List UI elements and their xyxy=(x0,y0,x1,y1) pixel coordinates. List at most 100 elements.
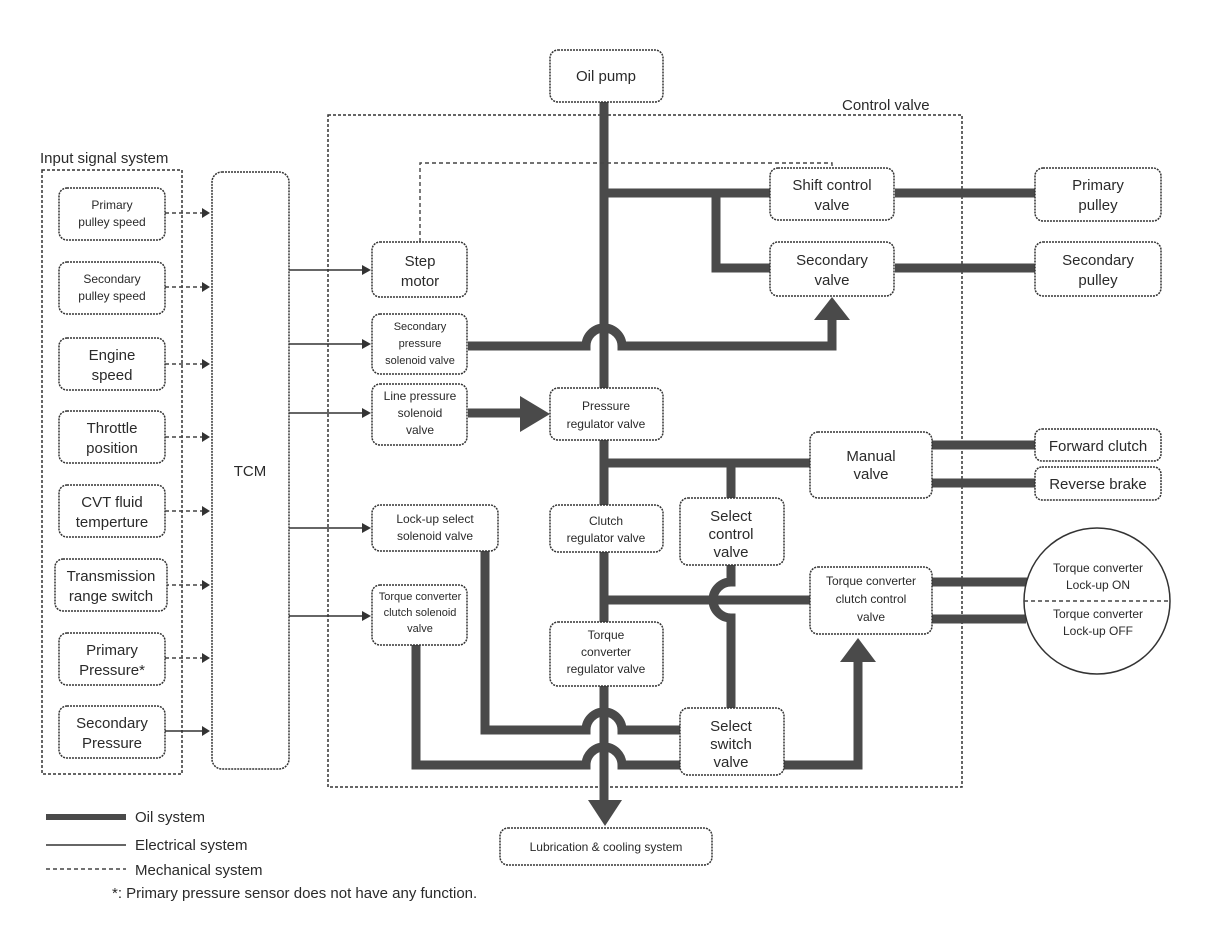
svg-text:valve: valve xyxy=(713,544,748,561)
svg-text:temperture: temperture xyxy=(76,514,149,531)
oil-tc-solenoid-line xyxy=(411,645,680,770)
svg-text:solenoid valve: solenoid valve xyxy=(385,355,455,367)
svg-text:Primary: Primary xyxy=(91,198,132,212)
svg-text:speed: speed xyxy=(92,367,133,384)
shift-control-valve: Shift control valve xyxy=(769,167,895,221)
oil-select-switch-to-tc xyxy=(784,660,863,770)
svg-text:Forward clutch: Forward clutch xyxy=(1049,438,1147,455)
svg-text:valve: valve xyxy=(814,272,849,289)
input-sensors: Primary pulley speed Secondary pulley sp… xyxy=(54,187,168,759)
clutch-regulator-valve: Clutch regulator valve xyxy=(549,504,664,553)
svg-text:regulator valve: regulator valve xyxy=(567,662,646,676)
svg-text:Secondary: Secondary xyxy=(796,252,868,269)
svg-text:regulator valve: regulator valve xyxy=(567,417,646,431)
input-throttle-position: Throttle position xyxy=(58,410,166,464)
svg-text:Reverse brake: Reverse brake xyxy=(1049,476,1147,493)
oil-select-control-to-switch xyxy=(708,565,736,708)
svg-text:Lock-up select: Lock-up select xyxy=(396,512,474,526)
svg-text:Torque: Torque xyxy=(588,628,625,642)
pressure-regulator-arrow xyxy=(520,396,550,432)
svg-text:Primary: Primary xyxy=(1072,177,1124,194)
svg-text:valve: valve xyxy=(853,466,888,483)
lockup-off-line1: Torque converter xyxy=(1053,607,1143,621)
svg-text:Lubrication & cooling system: Lubrication & cooling system xyxy=(530,840,683,854)
input-engine-speed: Engine speed xyxy=(58,337,166,391)
svg-text:Engine: Engine xyxy=(89,347,136,364)
svg-text:switch: switch xyxy=(710,736,752,753)
legend-electrical-label: Electrical system xyxy=(135,837,248,854)
tc-regulator-valve: Torque converter regulator valve xyxy=(549,621,664,687)
input-signal-system-label: Input signal system xyxy=(40,150,168,167)
reverse-brake: Reverse brake xyxy=(1034,466,1162,501)
svg-text:Manual: Manual xyxy=(846,448,895,465)
oil-lines xyxy=(411,102,1037,826)
svg-text:Torque converter: Torque converter xyxy=(379,591,462,603)
control-valve-label: Control valve xyxy=(842,97,930,114)
svg-text:CVT fluid: CVT fluid xyxy=(81,494,142,511)
svg-text:pressure: pressure xyxy=(399,338,442,350)
select-control-valve: Select control valve xyxy=(679,497,785,566)
torque-converter-lockup-circle: Torque converter Lock-up ON Torque conve… xyxy=(1023,527,1171,675)
forward-clutch: Forward clutch xyxy=(1034,428,1162,462)
svg-text:range switch: range switch xyxy=(69,588,153,605)
lockup-on-line2: Lock-up ON xyxy=(1066,578,1130,592)
svg-text:control: control xyxy=(708,526,753,543)
svg-text:Pressure*: Pressure* xyxy=(79,662,145,679)
svg-text:motor: motor xyxy=(401,273,439,290)
input-secondary-pulley-speed: Secondary pulley speed xyxy=(58,261,166,315)
pressure-regulator-valve: Pressure regulator valve xyxy=(549,387,664,441)
svg-text:Line pressure: Line pressure xyxy=(384,389,457,403)
oil-pump: Oil pump xyxy=(549,49,664,103)
svg-text:Oil pump: Oil pump xyxy=(576,68,636,85)
lubrication-cooling-system: Lubrication & cooling system xyxy=(499,827,713,866)
svg-text:solenoid: solenoid xyxy=(398,406,443,420)
svg-text:pulley speed: pulley speed xyxy=(78,215,145,229)
oil-lockup-select-line xyxy=(480,548,680,735)
step-motor: Step motor xyxy=(371,241,468,298)
svg-text:Select: Select xyxy=(710,508,753,525)
svg-text:Pressure: Pressure xyxy=(582,399,630,413)
svg-text:Clutch: Clutch xyxy=(589,514,623,528)
legend: Oil system Electrical system Mechanical … xyxy=(46,809,477,902)
input-secondary-pressure: Secondary Pressure xyxy=(58,705,166,759)
svg-text:pulley: pulley xyxy=(1078,272,1118,289)
secondary-valve-arrow xyxy=(814,297,850,320)
input-transmission-range-switch: Transmission range switch xyxy=(54,558,168,612)
svg-text:pulley: pulley xyxy=(1078,197,1118,214)
oil-to-secondary-valve xyxy=(711,193,770,273)
svg-text:valve: valve xyxy=(406,423,434,437)
svg-text:Secondary: Secondary xyxy=(76,715,148,732)
svg-text:converter: converter xyxy=(581,645,631,659)
svg-text:solenoid valve: solenoid valve xyxy=(397,529,473,543)
svg-text:pulley speed: pulley speed xyxy=(78,289,145,303)
svg-text:valve: valve xyxy=(713,754,748,771)
tc-clutch-control-valve: Torque converter clutch control valve xyxy=(809,566,933,635)
secondary-pulley: Secondary pulley xyxy=(1034,241,1162,297)
tcm-output-lines xyxy=(289,265,371,621)
legend-oil-label: Oil system xyxy=(135,809,205,826)
input-signal-lines xyxy=(165,208,210,736)
svg-text:Select: Select xyxy=(710,718,753,735)
input-signal-system-frame xyxy=(41,169,183,775)
select-switch-valve: Select switch valve xyxy=(679,707,785,776)
legend-mechanical-label: Mechanical system xyxy=(135,862,263,879)
svg-text:Transmission: Transmission xyxy=(67,568,156,585)
svg-text:valve: valve xyxy=(407,623,433,635)
tcm-block: TCM xyxy=(211,171,290,770)
line-pressure-solenoid-valve: Line pressure solenoid valve xyxy=(371,383,468,446)
svg-text:clutch control: clutch control xyxy=(836,592,907,606)
lockup-on-line1: Torque converter xyxy=(1053,561,1143,575)
svg-text:valve: valve xyxy=(857,610,885,624)
input-primary-pulley-speed: Primary pulley speed xyxy=(58,187,166,241)
tc-clutch-solenoid-valve: Torque converter clutch solenoid valve xyxy=(371,584,468,646)
svg-text:position: position xyxy=(86,440,138,457)
tcm-label: TCM xyxy=(234,463,267,480)
svg-text:Secondary: Secondary xyxy=(1062,252,1134,269)
tc-clutch-control-arrow xyxy=(840,638,876,662)
manual-valve: Manual valve xyxy=(809,431,933,499)
legend-footnote: *: Primary pressure sensor does not have… xyxy=(112,885,477,902)
lockup-off-line2: Lock-up OFF xyxy=(1063,624,1133,638)
svg-text:Throttle: Throttle xyxy=(87,420,138,437)
oil-secondary-pressure-line xyxy=(468,318,837,351)
